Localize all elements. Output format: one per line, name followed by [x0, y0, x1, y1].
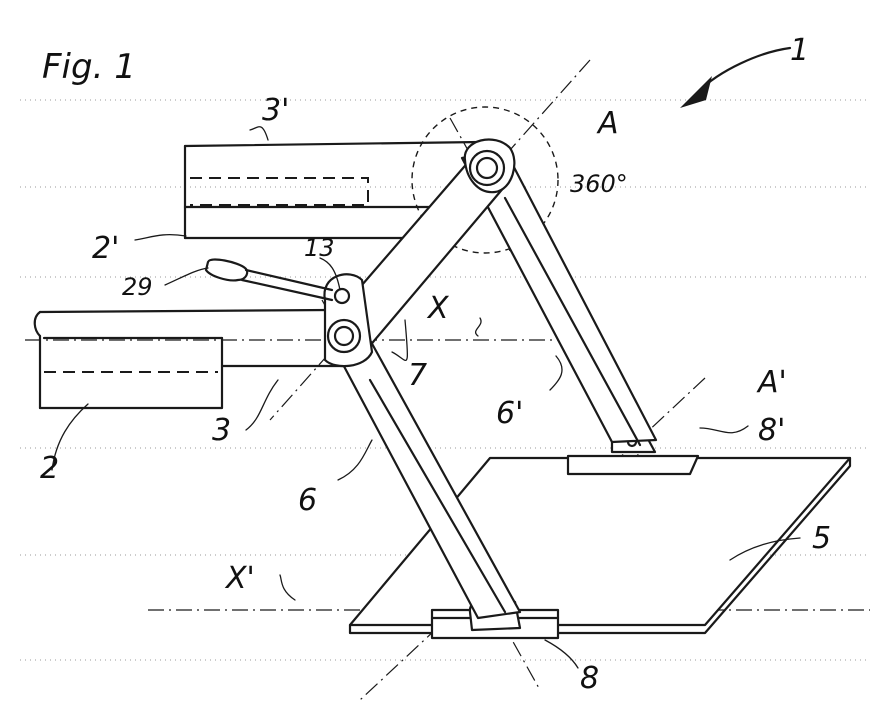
lever-handle: [204, 258, 334, 302]
label-ref-29: 29: [122, 273, 153, 301]
figure-title: Fig. 1: [42, 47, 136, 87]
label-ref-8: 8: [580, 661, 599, 696]
label-ref-3: 3: [212, 413, 231, 448]
upper-cross-member: [183, 140, 482, 240]
axis-A-line: [269, 59, 591, 421]
label-ref-8-prime: 8': [758, 413, 785, 448]
label-axis-A: A: [596, 106, 619, 141]
label-angle-360: 360°: [570, 170, 628, 198]
label-ref-3-prime: 3': [262, 93, 289, 128]
upper-pivot: [463, 138, 516, 194]
label-ref-5: 5: [812, 521, 831, 556]
label-ref-7: 7: [408, 358, 427, 393]
lower-pivot-plate: [323, 273, 374, 368]
lower-cross-member: [33, 308, 347, 410]
leader-lines: [51, 126, 801, 669]
arrow-ref-1: [680, 46, 792, 108]
label-ref-2: 2: [40, 451, 59, 486]
label-axis-A-prime: A': [756, 365, 787, 400]
label-ref-1: 1: [790, 33, 809, 68]
label-axis-X-prime: X': [224, 561, 255, 596]
label-ref-6-prime: 6': [496, 396, 523, 431]
label-ref-6: 6: [298, 483, 317, 518]
label-axis-X: X: [426, 291, 450, 326]
label-ref-2-prime: 2': [92, 231, 119, 266]
label-ref-13: 13: [304, 234, 335, 262]
